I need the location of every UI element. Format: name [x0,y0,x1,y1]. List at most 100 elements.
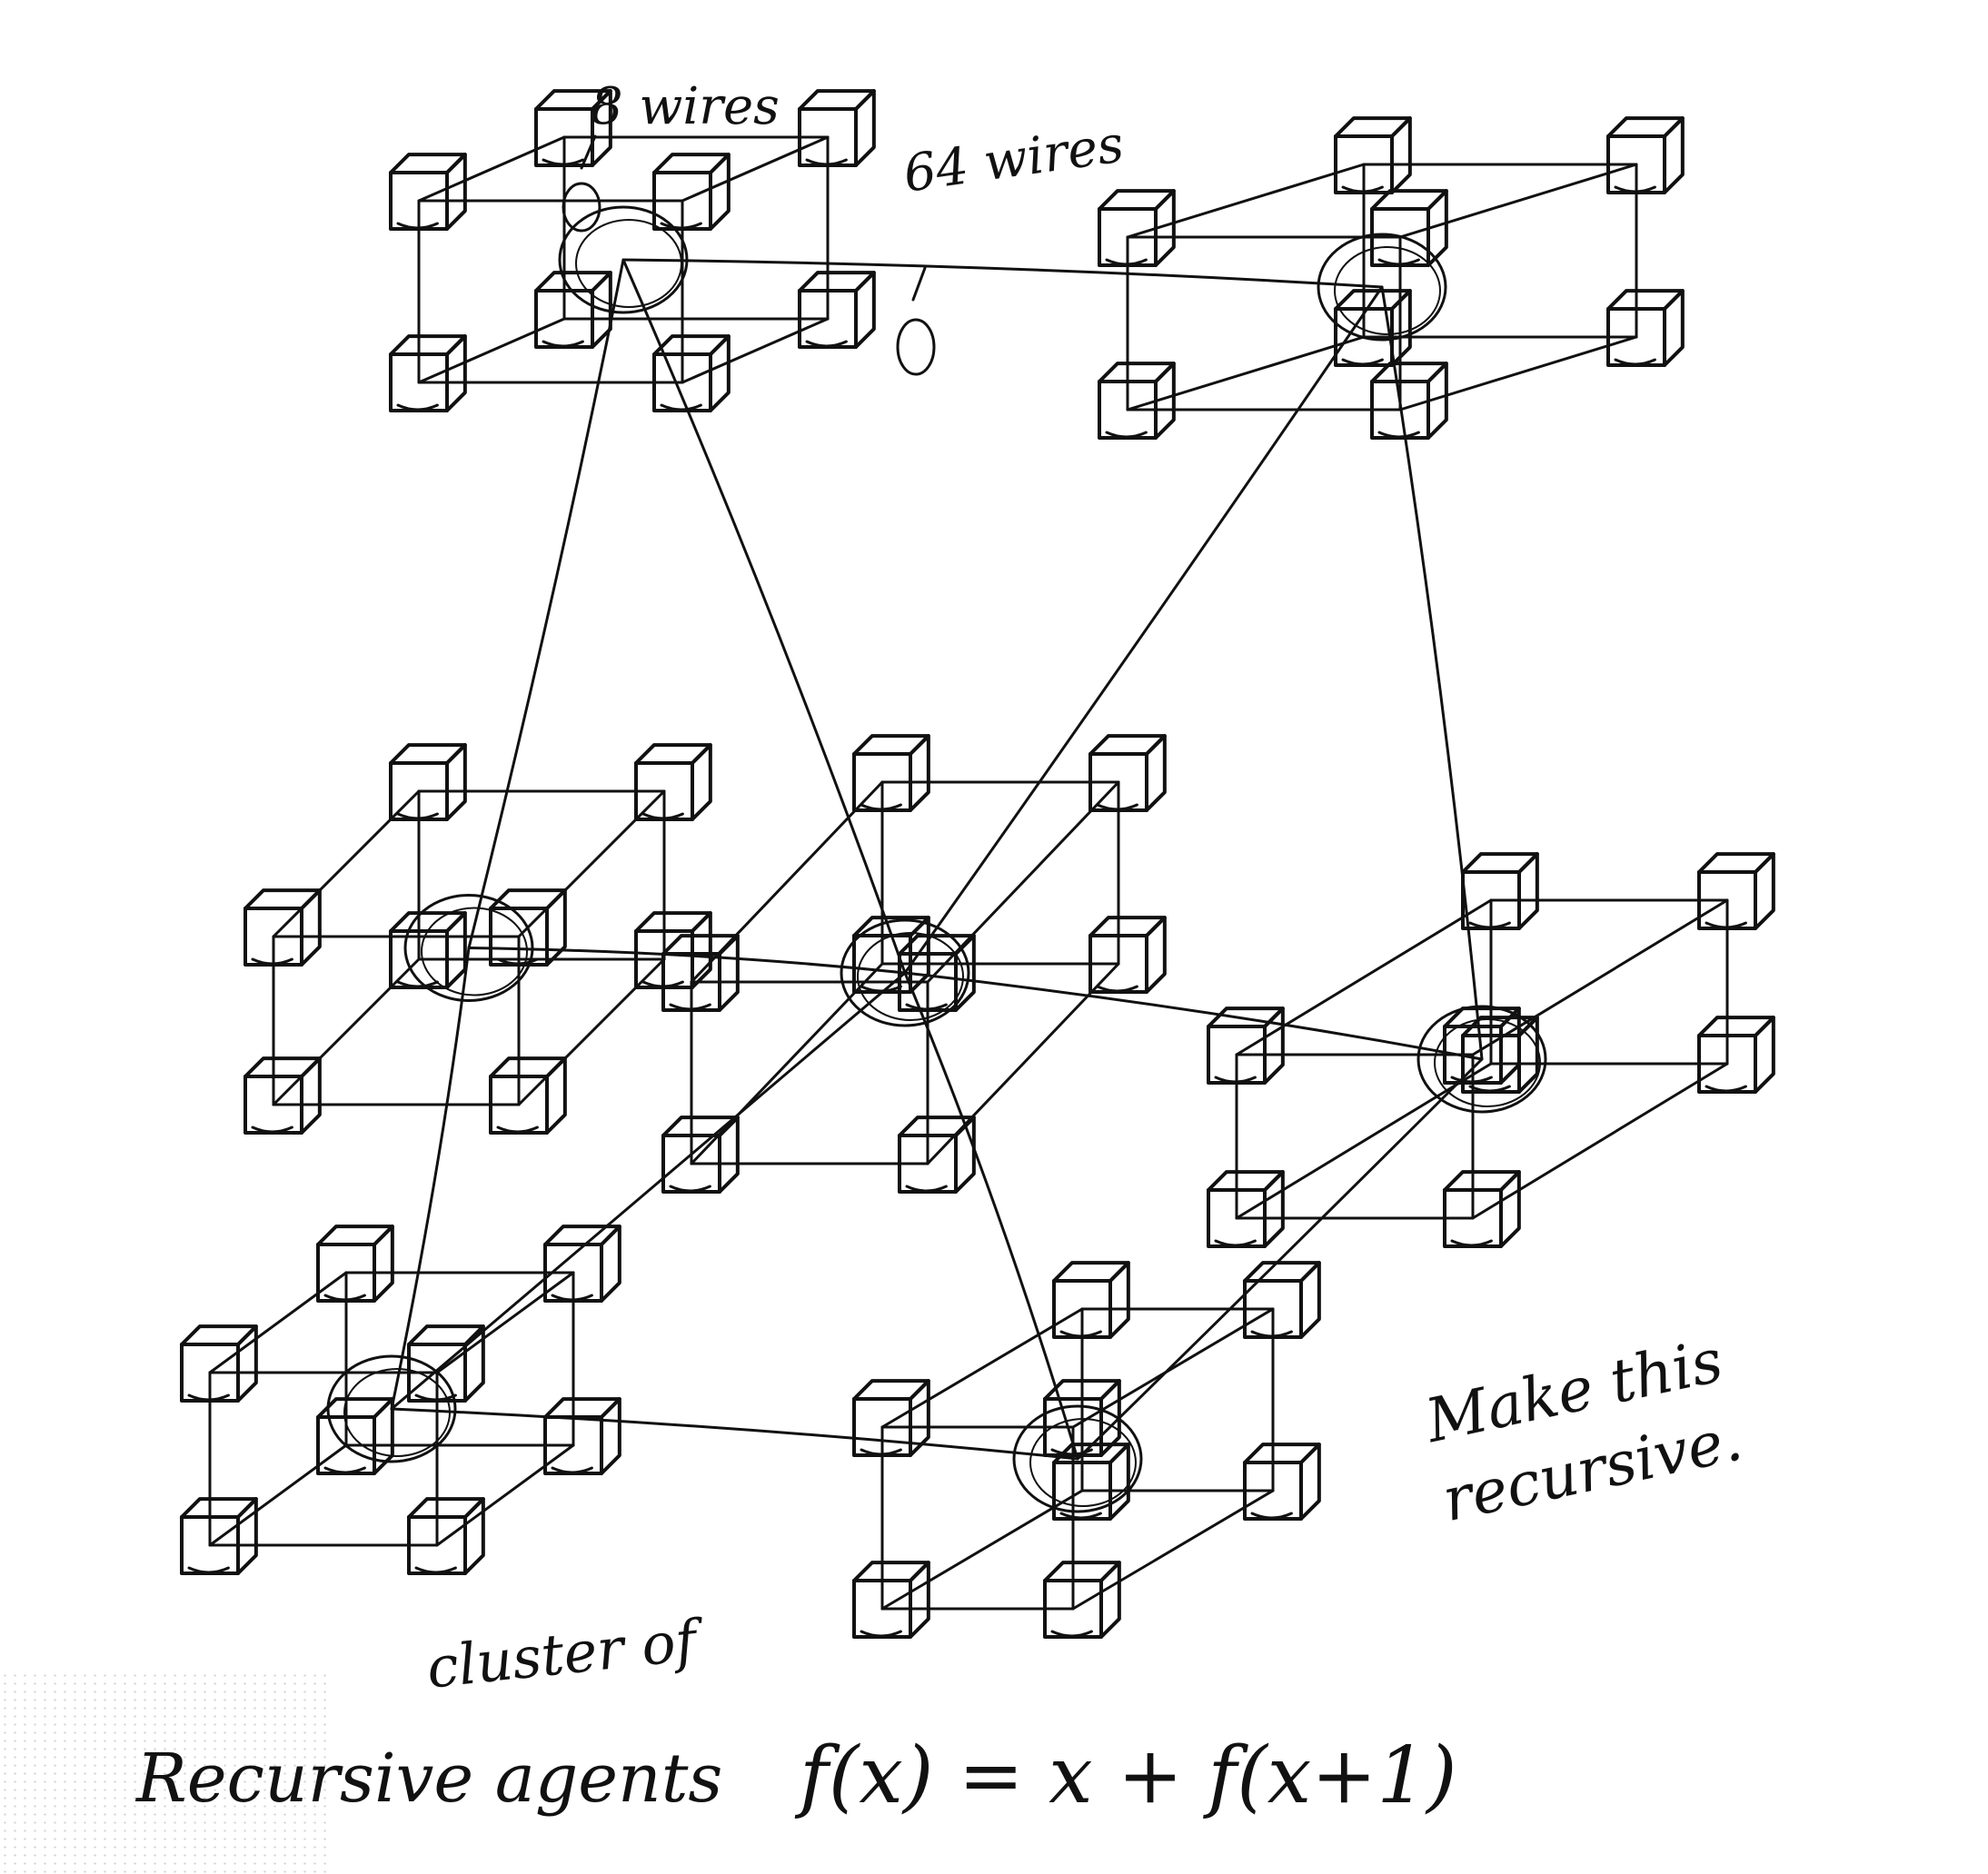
cluster-wire [1398,335,1638,411]
wire-bundle-inner-icon [1334,246,1441,335]
cluster-wire [1126,163,1366,239]
agent-cube-icon [1052,1261,1130,1339]
agent-cube-icon [1461,852,1539,930]
agent-cube-icon [1443,1006,1521,1085]
agent-cube-icon [1088,734,1167,812]
agent-cube-icon [1370,362,1448,440]
cluster-top-left [389,89,876,412]
cluster-wire [517,789,666,938]
agent-cube-icon [1606,289,1685,367]
cluster-wire [517,957,666,1106]
wire-bundle-inner-icon [1029,1418,1137,1507]
agent-cube-icon [316,1225,394,1303]
wire-bundle-inner-icon [575,219,682,308]
wire-bundle-icon [1317,233,1447,342]
agent-cube-icon [1207,1006,1285,1085]
eight-wires-bundle-icon [562,182,601,233]
cluster-wire [681,135,830,203]
eight-wires-leader [580,134,597,170]
annotation-leaders [562,134,936,376]
cluster-wire [1126,335,1366,411]
cluster-wire [880,1489,1084,1611]
agent-cube-icon [898,1115,976,1194]
cluster-wire [1071,1307,1275,1429]
cluster-wire [1398,163,1638,239]
agent-cube-icon [898,934,976,1012]
agent-cube-icon [1243,1261,1321,1339]
agent-cube-icon [489,888,567,967]
inter-cluster-wire [390,1407,1079,1461]
agent-cube-icon [1606,116,1685,194]
cluster-mid-left [244,743,712,1135]
agent-cube-icon [1098,189,1176,267]
wire-bundle-inner-icon [343,1368,451,1457]
agent-cube-icon [661,934,740,1012]
cluster-wire [880,1307,1084,1429]
agent-cube-icon [1443,1170,1521,1248]
agent-cube-icon [652,153,731,231]
cluster-wire [1071,1489,1275,1611]
cluster-wire [417,317,566,384]
sixty-four-wires-leader [911,266,927,302]
inter-cluster-wire [467,258,625,949]
cluster-bottom-left [180,1225,621,1575]
agent-cube-icon [1043,1379,1121,1457]
agent-cube-icon [389,911,467,989]
wire-bundle-icon [1416,1005,1547,1114]
agent-cube-icon [1370,189,1448,267]
inter-cluster-wire [903,285,1384,975]
agent-cube-icon [543,1397,621,1475]
inter-cluster-wire [621,258,1384,289]
wire-bundle-inner-icon [857,932,964,1021]
agent-cube-icon [1697,852,1775,930]
agent-cube-icon [1697,1016,1775,1094]
cluster-wire [208,1271,348,1374]
agent-cube-icon [852,916,930,994]
agent-cube-icon [489,1056,567,1135]
agent-cube-icon [244,888,322,967]
agent-cube-icon [798,89,876,167]
inter-cluster-wire [1380,285,1484,1061]
agent-cube-icon [1207,1170,1285,1248]
agent-cube-icon [1098,362,1176,440]
agent-cube-icon [389,334,467,412]
agent-cube-icon [389,743,467,821]
paper-grain [0,1671,327,1874]
recursive-agents-label: Recursive agents [136,1740,723,1818]
inter-cluster-wire [903,971,1079,1461]
agent-cube-icon [534,89,612,167]
wire-bundle-icon [403,894,534,1002]
inter-cluster-wire [390,947,471,1411]
agent-cube-icon [180,1497,258,1575]
cluster-top-right [1098,116,1685,440]
cluster-wire [417,135,566,203]
agent-cube-icon [407,1497,485,1575]
sixty-four-wires-bundle-icon [896,318,936,376]
cluster-mid-right [1207,852,1775,1248]
wire-bundle-icon [840,918,970,1027]
agent-cube-icon [852,1561,930,1639]
cluster-wire [1471,898,1729,1056]
inter-cluster-wire [621,258,907,975]
agent-cube-icon [407,1324,485,1403]
agent-cube-icon [244,1056,322,1135]
cluster-wire [1235,898,1493,1056]
agent-cube-icon [798,271,876,349]
cluster-wire [1235,1062,1493,1220]
cluster-wire [272,789,421,938]
agent-cube-icon [1088,916,1167,994]
inter-cluster-wire [903,971,1484,1061]
cluster-wire [435,1443,575,1547]
agent-cube-icon [634,743,712,821]
agent-cube-icon [534,271,612,349]
cluster-wire [1471,1062,1729,1220]
agent-cube-icon [1334,116,1412,194]
agent-cube-icon [652,334,731,412]
cluster-wire [681,317,830,384]
agent-cube-icon [180,1324,258,1403]
inter-cluster-wire [1076,1057,1484,1461]
cluster-mid-center [661,734,1167,1194]
agent-cube-icon [852,1379,930,1457]
cluster-wire [435,1271,575,1374]
